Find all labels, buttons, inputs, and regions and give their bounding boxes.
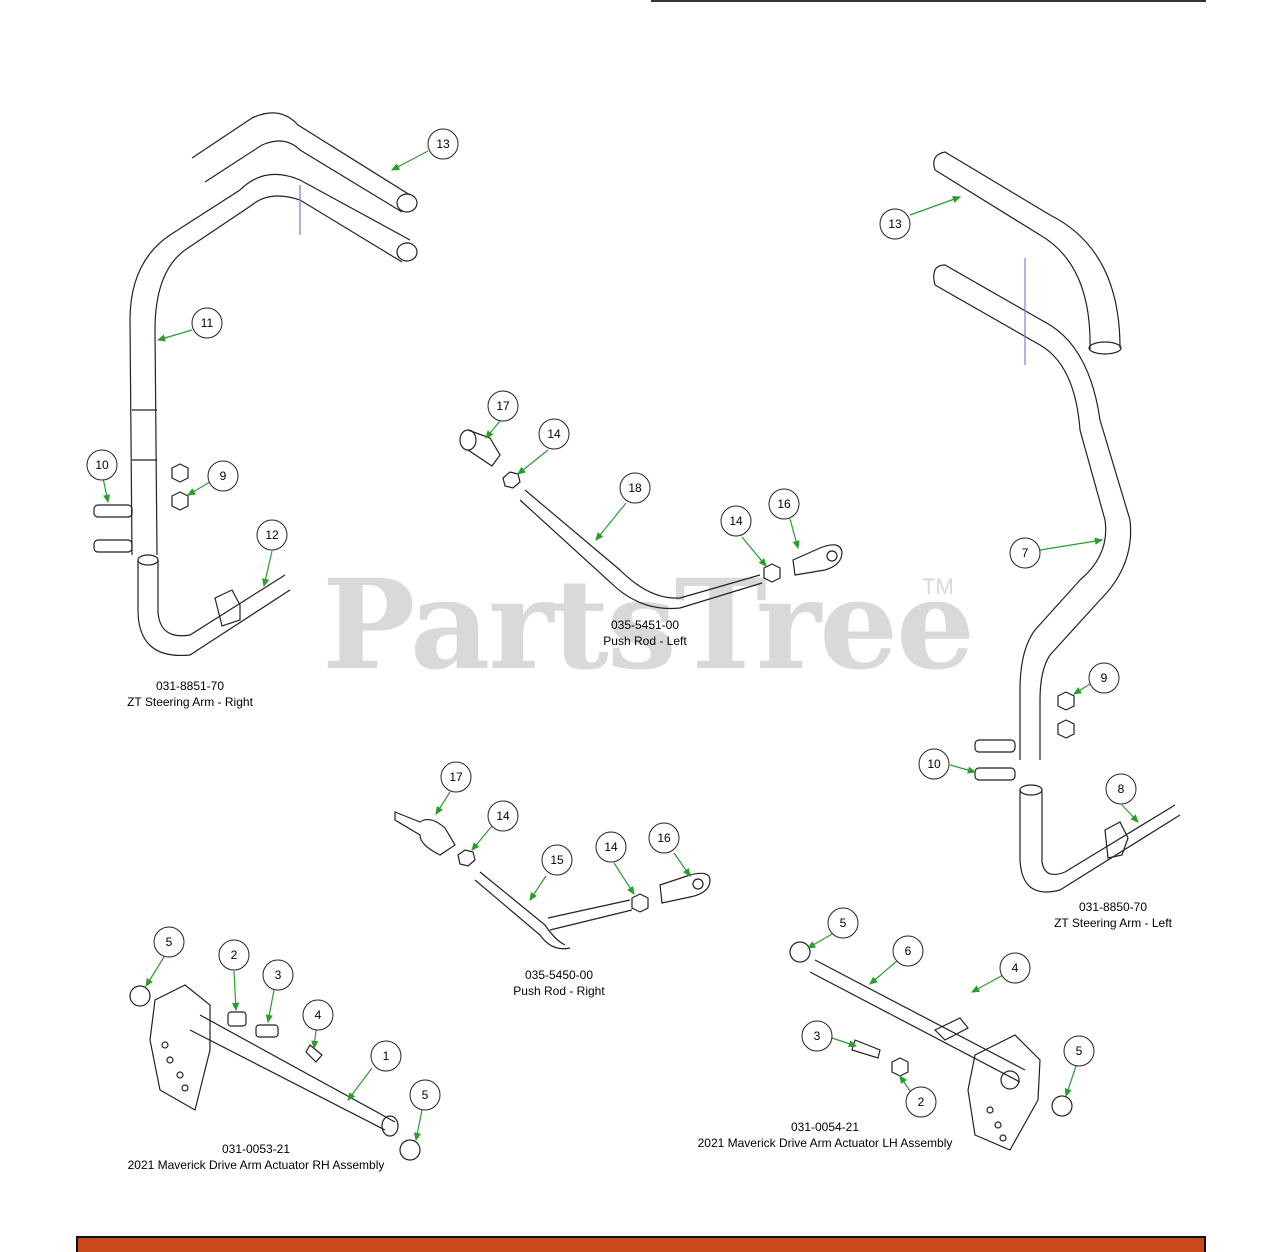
watermark-text: PartsTree bbox=[322, 553, 973, 698]
callout-label: 9 bbox=[220, 469, 227, 483]
callout-16b[interactable]: 16 bbox=[648, 822, 680, 854]
callout-label: 17 bbox=[496, 399, 510, 413]
push-rod-left-part-no: 035-5451-00 bbox=[611, 618, 679, 632]
callout-5d[interactable]: 5 bbox=[1063, 1035, 1095, 1067]
callout-16a[interactable]: 16 bbox=[768, 488, 800, 520]
callout-13a[interactable]: 13 bbox=[427, 128, 459, 160]
callout-18[interactable]: 18 bbox=[619, 472, 651, 504]
push-rod-right bbox=[394, 811, 711, 950]
push-rod-right-part-no: 035-5450-00 bbox=[525, 968, 593, 982]
callout-label: 2 bbox=[231, 948, 238, 962]
top-rule bbox=[651, 0, 1206, 2]
callout-label: 3 bbox=[275, 968, 282, 982]
callout-label: 18 bbox=[628, 481, 642, 495]
actuator-lh-name: 2021 Maverick Drive Arm Actuator LH Asse… bbox=[698, 1136, 953, 1150]
callout-label: 15 bbox=[550, 853, 564, 867]
callout-15[interactable]: 15 bbox=[541, 844, 573, 876]
steering-right-part-no: 031-8851-70 bbox=[156, 679, 224, 693]
callout-7[interactable]: 7 bbox=[1009, 537, 1041, 569]
callout-5c[interactable]: 5 bbox=[827, 907, 859, 939]
callout-label: 12 bbox=[265, 528, 279, 542]
steering-arm-right bbox=[93, 112, 418, 657]
callout-label: 14 bbox=[496, 809, 510, 823]
callout-2b[interactable]: 2 bbox=[905, 1086, 937, 1118]
steering-right-name: ZT Steering Arm - Right bbox=[127, 695, 253, 709]
steering-left-part-no: 031-8850-70 bbox=[1079, 900, 1147, 914]
callout-label: 13 bbox=[888, 217, 902, 231]
callout-4b[interactable]: 4 bbox=[999, 952, 1031, 984]
callout-14a[interactable]: 14 bbox=[538, 418, 570, 450]
callout-label: 7 bbox=[1022, 546, 1029, 560]
callout-14c[interactable]: 14 bbox=[487, 800, 519, 832]
callout-3b[interactable]: 3 bbox=[801, 1020, 833, 1052]
callout-3a[interactable]: 3 bbox=[262, 959, 294, 991]
callout-17a[interactable]: 17 bbox=[487, 390, 519, 422]
steering-left-name: ZT Steering Arm - Left bbox=[1054, 916, 1172, 930]
leader-arrows bbox=[102, 150, 1139, 1142]
actuator-lh-assembly bbox=[789, 941, 1073, 1151]
callout-13b[interactable]: 13 bbox=[879, 208, 911, 240]
actuator-rh-assembly bbox=[129, 984, 421, 1161]
callout-5a[interactable]: 5 bbox=[153, 926, 185, 958]
callout-label: 10 bbox=[95, 458, 109, 472]
callout-label: 4 bbox=[315, 1008, 322, 1022]
callout-14b[interactable]: 14 bbox=[720, 505, 752, 537]
steering-arm-left bbox=[933, 151, 1181, 893]
callout-label: 6 bbox=[905, 944, 912, 958]
callout-1[interactable]: 1 bbox=[370, 1040, 402, 1072]
callout-label: 5 bbox=[1076, 1044, 1083, 1058]
callout-label: 14 bbox=[729, 514, 743, 528]
callout-label: 16 bbox=[777, 497, 791, 511]
callout-label: 14 bbox=[604, 840, 618, 854]
callout-8[interactable]: 8 bbox=[1105, 773, 1137, 805]
callout-2a[interactable]: 2 bbox=[218, 939, 250, 971]
callout-11[interactable]: 11 bbox=[191, 307, 223, 339]
push-rod-right-name: Push Rod - Right bbox=[513, 984, 605, 998]
callout-17b[interactable]: 17 bbox=[440, 761, 472, 793]
callout-6[interactable]: 6 bbox=[892, 935, 924, 967]
callout-10a[interactable]: 10 bbox=[86, 449, 118, 481]
callout-9b[interactable]: 9 bbox=[1088, 662, 1120, 694]
watermark-trademark: TM bbox=[922, 574, 954, 599]
actuator-lh-part-no: 031-0054-21 bbox=[791, 1120, 859, 1134]
callout-9a[interactable]: 9 bbox=[207, 460, 239, 492]
callout-label: 2 bbox=[918, 1095, 925, 1109]
callout-label: 17 bbox=[449, 770, 463, 784]
callout-label: 8 bbox=[1118, 782, 1125, 796]
footer-accent-bar bbox=[76, 1236, 1206, 1252]
callout-bubbles: 13 11 10 9 12 13 7 9 10 8 17 14 18 14 16… bbox=[86, 128, 1137, 1118]
callout-14d[interactable]: 14 bbox=[595, 831, 627, 863]
callout-label: 5 bbox=[422, 1088, 429, 1102]
callout-label: 3 bbox=[814, 1029, 821, 1043]
callout-label: 16 bbox=[657, 831, 671, 845]
callout-5b[interactable]: 5 bbox=[409, 1079, 441, 1111]
push-rod-left bbox=[459, 429, 843, 610]
callout-label: 9 bbox=[1101, 671, 1108, 685]
callout-4a[interactable]: 4 bbox=[302, 999, 334, 1031]
callout-label: 4 bbox=[1012, 961, 1019, 975]
callout-label: 1 bbox=[383, 1049, 390, 1063]
actuator-rh-part-no: 031-0053-21 bbox=[222, 1142, 290, 1156]
callout-label: 10 bbox=[927, 757, 941, 771]
push-rod-left-name: Push Rod - Left bbox=[603, 634, 687, 648]
callout-label: 14 bbox=[547, 427, 561, 441]
callout-label: 5 bbox=[840, 916, 847, 930]
callout-label: 11 bbox=[201, 316, 214, 330]
callout-label: 5 bbox=[166, 935, 173, 949]
callout-12[interactable]: 12 bbox=[256, 519, 288, 551]
actuator-rh-name: 2021 Maverick Drive Arm Actuator RH Asse… bbox=[128, 1158, 385, 1172]
callout-10b[interactable]: 10 bbox=[918, 748, 950, 780]
assembly-labels: 031-8851-70 ZT Steering Arm - Right 031-… bbox=[127, 618, 1172, 1172]
callout-label: 13 bbox=[436, 137, 450, 151]
